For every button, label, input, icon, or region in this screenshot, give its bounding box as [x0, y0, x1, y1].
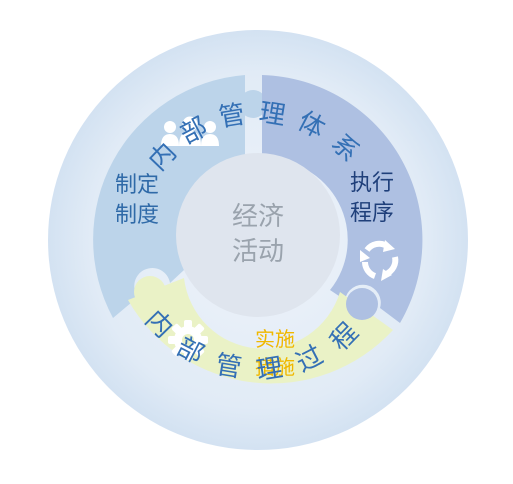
gear-icon [168, 320, 208, 360]
segment-bottom-line1: 实施 [255, 327, 295, 351]
puzzle-knob-right [346, 288, 378, 320]
segment-left-line1: 制定 [115, 173, 159, 198]
segment-right-line1: 执行 [350, 171, 394, 196]
segment-bottom-line2: 措施 [255, 355, 295, 379]
center-disc [176, 153, 340, 317]
segment-right [262, 75, 423, 323]
segment-right-line2: 程序 [350, 201, 394, 226]
center-line1: 经济 [232, 202, 284, 232]
segment-left-line2: 制度 [115, 203, 159, 228]
refresh-arrowheads [360, 240, 395, 281]
puzzle-knob-left [134, 276, 166, 308]
center-line2: 活动 [232, 237, 284, 267]
segment-bottom [128, 278, 393, 384]
puzzle-knob-top [239, 90, 267, 118]
people-icon [161, 116, 219, 146]
